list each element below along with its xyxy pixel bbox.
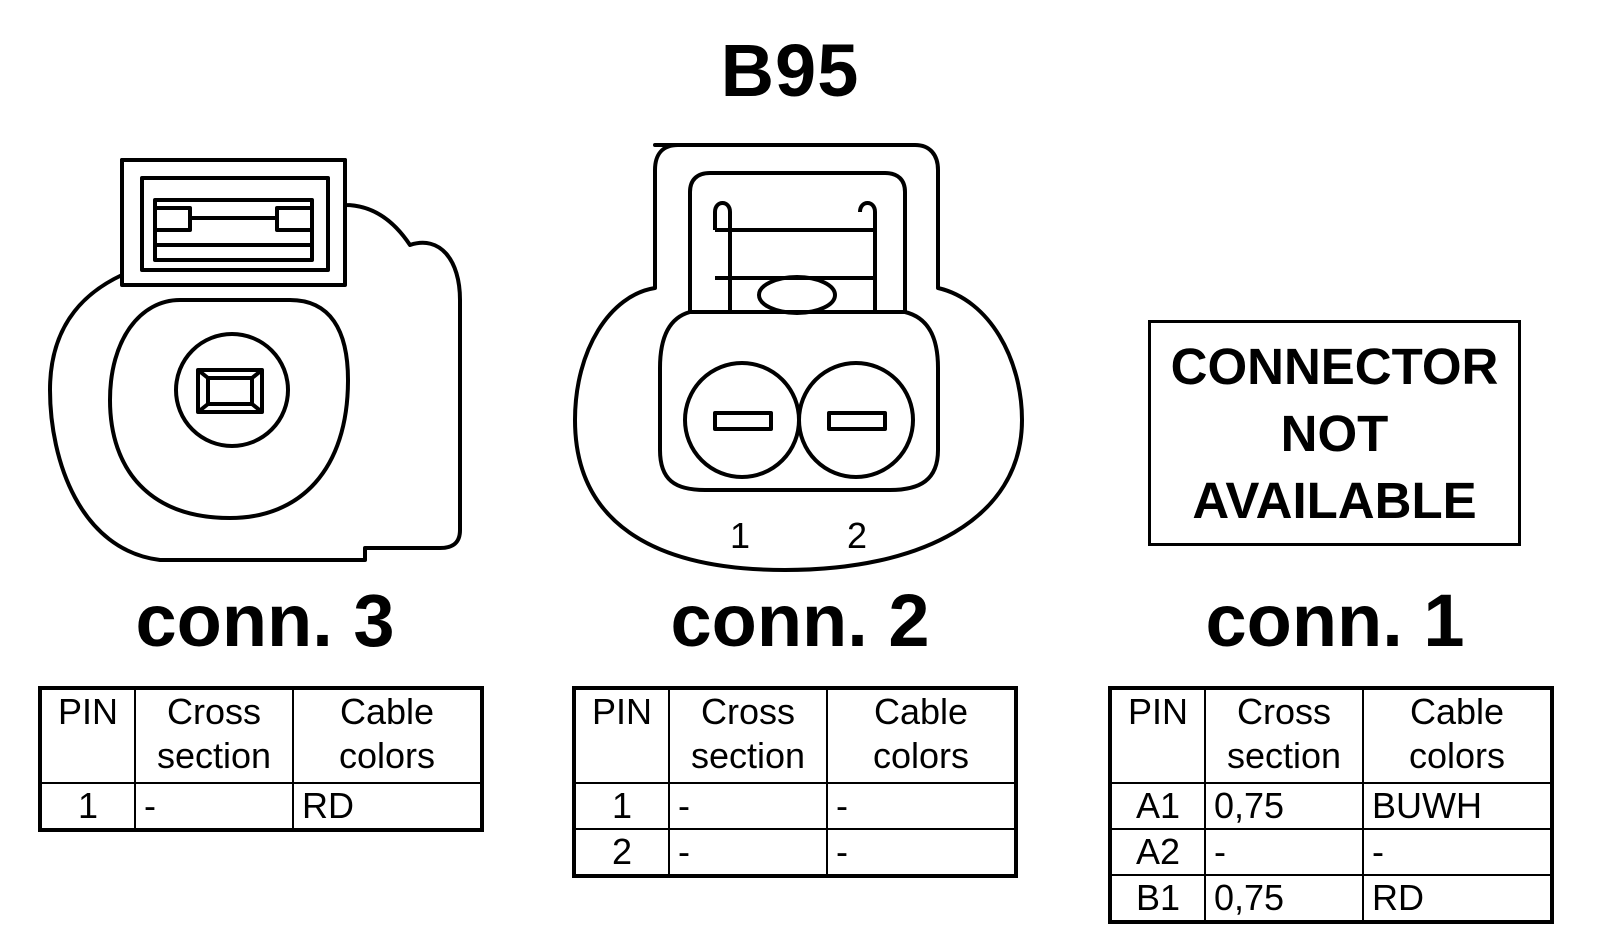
cell-pin: 1 xyxy=(39,782,136,831)
not-available-line-2: NOT xyxy=(1280,404,1389,462)
table-header-row: PIN Cross section Cable colors xyxy=(39,687,483,784)
table-row: 2 - - xyxy=(573,828,1017,877)
conn2-pin-number-1: 1 xyxy=(730,515,750,556)
header-cross-section: Cross section xyxy=(134,687,294,784)
conn-2-label: conn. 2 xyxy=(670,579,930,662)
not-available-line-1: CONNECTOR xyxy=(1170,337,1499,395)
cell-pin: 2 xyxy=(573,828,670,877)
cell-cable-colors: BUWH xyxy=(1362,782,1553,830)
diagram-title: B95 xyxy=(720,29,860,112)
cell-cross-section: 0,75 xyxy=(1204,874,1364,923)
header-cross-section: Cross section xyxy=(668,687,828,784)
conn2-pin-number-2: 2 xyxy=(847,515,867,556)
connector-3-drawing xyxy=(48,158,462,562)
table-header-row: PIN Cross section Cable colors xyxy=(1109,687,1553,784)
header-cable-colors: Cable colors xyxy=(1362,687,1553,784)
connector-not-available-box: CONNECTOR NOT AVAILABLE xyxy=(1148,320,1521,546)
header-pin: PIN xyxy=(1109,687,1206,784)
cell-cable-colors: - xyxy=(826,828,1017,877)
header-cable-colors: Cable colors xyxy=(292,687,483,784)
cell-cable-colors: - xyxy=(1362,828,1553,876)
cell-cable-colors: - xyxy=(826,782,1017,830)
cell-cross-section: - xyxy=(1204,828,1364,876)
conn-1-label: conn. 1 xyxy=(1205,579,1465,662)
header-pin: PIN xyxy=(573,687,670,784)
table-row: 1 - RD xyxy=(39,782,483,831)
connector-2-drawing xyxy=(573,143,1024,572)
table-header-row: PIN Cross section Cable colors xyxy=(573,687,1017,784)
table-row: A1 0,75 BUWH xyxy=(1109,782,1553,830)
cell-pin: 1 xyxy=(573,782,670,830)
table-row: A2 - - xyxy=(1109,828,1553,876)
cell-cross-section: - xyxy=(668,782,828,830)
header-cross-section: Cross section xyxy=(1204,687,1364,784)
not-available-line-3: AVAILABLE xyxy=(1192,471,1477,529)
cell-cable-colors: RD xyxy=(292,782,483,831)
conn-3-pin-table: PIN Cross section Cable colors 1 - RD xyxy=(38,686,484,832)
header-cable-colors: Cable colors xyxy=(826,687,1017,784)
cell-cable-colors: RD xyxy=(1362,874,1553,923)
conn-1-pin-table: PIN Cross section Cable colors A1 0,75 B… xyxy=(1108,686,1554,924)
cell-pin: A2 xyxy=(1109,828,1206,876)
header-pin: PIN xyxy=(39,687,136,784)
cell-cross-section: - xyxy=(668,828,828,877)
cell-pin: A1 xyxy=(1109,782,1206,830)
cell-cross-section: 0,75 xyxy=(1204,782,1364,830)
table-row: B1 0,75 RD xyxy=(1109,874,1553,923)
cell-pin: B1 xyxy=(1109,874,1206,923)
conn-3-label: conn. 3 xyxy=(135,579,395,662)
conn-2-pin-table: PIN Cross section Cable colors 1 - - 2 -… xyxy=(572,686,1018,878)
table-row: 1 - - xyxy=(573,782,1017,830)
cell-cross-section: - xyxy=(134,782,294,831)
